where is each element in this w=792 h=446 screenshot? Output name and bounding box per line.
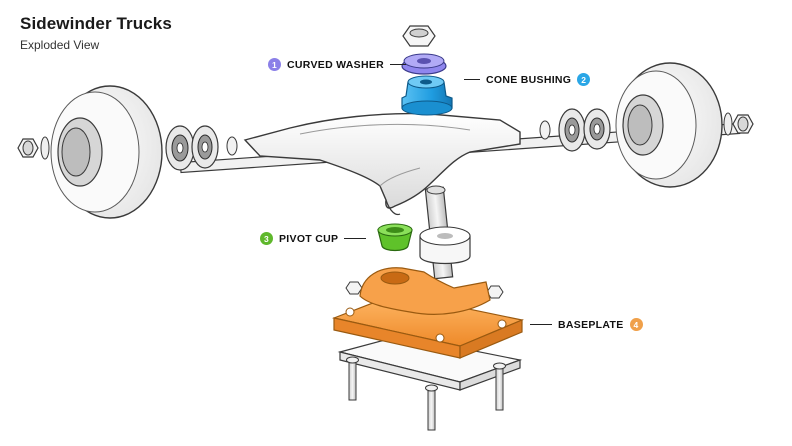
callout-pivot-cup: 3 PIVOT CUP [260, 232, 367, 245]
curved-washer-part [401, 53, 447, 75]
diagram-subtitle: Exploded View [20, 38, 100, 52]
right-wheel [615, 62, 723, 188]
lower-bushing [419, 226, 471, 265]
callout-leader-line [344, 238, 367, 239]
callout-leader-line [390, 64, 407, 65]
baseplate-part [331, 267, 525, 359]
riser-pad [337, 335, 523, 391]
callout-label: PIVOT CUP [279, 232, 339, 245]
diagram-title: Sidewinder Trucks [20, 14, 172, 33]
callout-number-badge: 1 [268, 58, 281, 71]
right-axle-nut [723, 112, 754, 136]
callout-label: CONE BUSHING [486, 73, 572, 86]
hanger [243, 112, 521, 216]
callout-leader-line [464, 79, 480, 80]
callout-label: BASEPLATE [558, 318, 624, 331]
cone-bushing-part [401, 75, 453, 116]
left-bearings [165, 125, 238, 171]
left-wheel [50, 85, 163, 219]
callout-baseplate: BASEPLATE 4 [530, 318, 643, 331]
callout-curved-washer: 1 CURVED WASHER [268, 58, 407, 71]
callout-cone-bushing: CONE BUSHING 2 [464, 73, 591, 86]
left-axle-nut [17, 136, 50, 160]
callout-leader-line [530, 324, 552, 325]
callout-number-badge: 3 [260, 232, 273, 245]
right-bearings [539, 108, 611, 152]
callout-number-badge: 4 [629, 318, 643, 331]
mounting-bolts [346, 356, 506, 431]
kingpin-nut [402, 25, 436, 47]
callout-number-badge: 2 [577, 73, 591, 86]
pivot-cup-part [377, 223, 413, 252]
callout-label: CURVED WASHER [287, 58, 385, 71]
